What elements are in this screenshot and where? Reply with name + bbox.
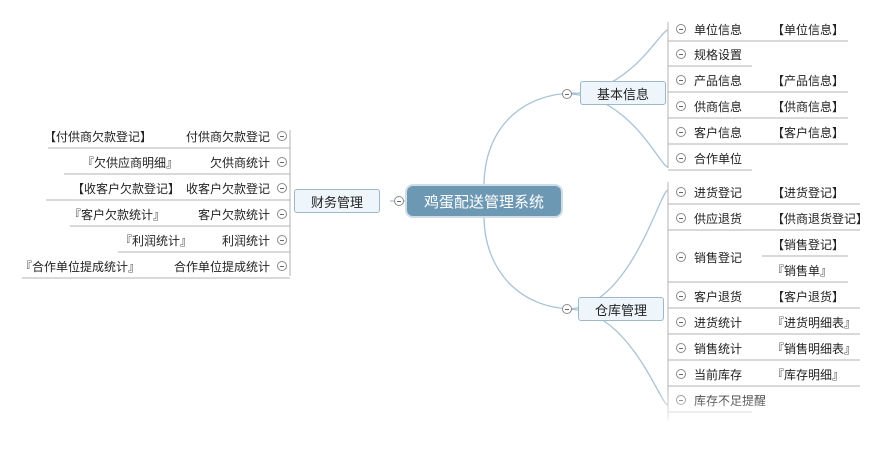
warehouse-item-label[interactable]: 销售登记 — [694, 251, 743, 265]
warehouse-item-tag[interactable]: 【进货登记】 — [772, 186, 845, 200]
finance-item-label[interactable]: 付供商欠款登记 — [185, 130, 270, 144]
finance-item-tag[interactable]: 『欠供应商明细』 — [81, 156, 178, 170]
warehouse-item-label[interactable]: 进货登记 — [694, 186, 743, 200]
basic-item-label[interactable]: 客户信息 — [694, 126, 743, 140]
branch-finance[interactable]: 财务管理 — [294, 189, 380, 213]
warehouse-item-label[interactable]: 当前库存 — [694, 368, 743, 382]
warehouse-toggle-icon[interactable] — [676, 343, 686, 353]
basic-item-label[interactable]: 规格设置 — [694, 48, 743, 62]
warehouse-toggle-icon[interactable] — [676, 187, 686, 197]
warehouse-item-label[interactable]: 供应退货 — [694, 212, 743, 226]
warehouse-item-tag[interactable]: 『进货明细表』 — [772, 316, 857, 330]
warehouse-item-label[interactable]: 客户退货 — [694, 290, 743, 304]
curve-warehouse-top — [566, 189, 669, 310]
basic-item-label[interactable]: 产品信息 — [694, 74, 743, 88]
basic-item-label[interactable]: 合作单位 — [694, 152, 743, 166]
basic-item-tag[interactable]: 【单位信息】 — [772, 23, 845, 37]
basic-item-label[interactable]: 单位信息 — [694, 23, 743, 37]
finance-item-tag[interactable]: 【收客户欠款登记】 — [71, 182, 180, 196]
warehouse-toggle-icon[interactable] — [676, 291, 686, 301]
basic-item-tag[interactable]: 【客户信息】 — [772, 126, 845, 140]
warehouse-toggle-icon[interactable] — [676, 213, 686, 223]
warehouse-item-tag[interactable]: 『库存明细』 — [772, 368, 845, 382]
finance-toggle-icon[interactable] — [277, 183, 287, 193]
basic-toggle-icon[interactable] — [676, 101, 686, 111]
warehouse-item-tag[interactable]: 【客户退货】 — [772, 290, 845, 304]
finance-toggle-icon[interactable] — [277, 261, 287, 271]
basic-toggle-icon[interactable] — [676, 127, 686, 137]
finance-toggle-icon[interactable] — [277, 131, 287, 141]
warehouse-item-tag[interactable]: 『销售单』 — [772, 264, 833, 278]
basic-toggle-icon[interactable] — [676, 75, 686, 85]
bottom-fade — [660, 390, 892, 460]
branch-basic-info[interactable]: 基本信息 — [580, 81, 666, 105]
warehouse-item-label[interactable]: 进货统计 — [694, 316, 743, 330]
collapse-basic-icon[interactable] — [562, 89, 572, 99]
finance-item-label[interactable]: 收客户欠款登记 — [185, 182, 270, 196]
collapse-warehouse-icon[interactable] — [562, 304, 572, 314]
finance-toggle-icon[interactable] — [277, 157, 287, 167]
basic-toggle-icon[interactable] — [676, 49, 686, 59]
collapse-finance-icon[interactable] — [394, 196, 404, 206]
basic-item-tag[interactable]: 【产品信息】 — [772, 74, 845, 88]
basic-toggle-icon[interactable] — [676, 24, 686, 34]
basic-item-tag[interactable]: 【供商信息】 — [772, 100, 845, 114]
warehouse-toggle-icon[interactable] — [676, 369, 686, 379]
finance-toggle-icon[interactable] — [277, 235, 287, 245]
finance-item-label[interactable]: 利润统计 — [221, 234, 270, 248]
curve-root-basic — [483, 92, 577, 187]
basic-toggle-icon[interactable] — [676, 153, 686, 163]
finance-item-tag[interactable]: 『利润统计』 — [119, 234, 192, 248]
warehouse-toggle-icon[interactable] — [676, 252, 686, 262]
warehouse-item-tag[interactable]: 【销售登记】 — [772, 238, 845, 252]
warehouse-item-label[interactable]: 销售统计 — [694, 342, 743, 356]
curve-root-warehouse — [483, 215, 575, 310]
finance-item-label[interactable]: 合作单位提成统计 — [173, 260, 270, 274]
finance-item-label[interactable]: 欠供商统计 — [209, 156, 270, 170]
finance-toggle-icon[interactable] — [277, 209, 287, 219]
branch-warehouse[interactable]: 仓库管理 — [578, 297, 664, 321]
finance-item-tag[interactable]: 『合作单位提成统计』 — [19, 260, 140, 274]
finance-item-tag[interactable]: 【付供商欠款登记】 — [43, 130, 152, 144]
basic-item-label[interactable]: 供商信息 — [694, 100, 743, 114]
root-node[interactable]: 鸡蛋配送管理系统 — [407, 186, 561, 216]
warehouse-toggle-icon[interactable] — [676, 317, 686, 327]
warehouse-item-tag[interactable]: 【供商退货登记】 — [772, 212, 869, 226]
warehouse-item-tag[interactable]: 『销售明细表』 — [772, 342, 857, 356]
finance-item-label[interactable]: 客户欠款统计 — [197, 208, 270, 222]
finance-item-tag[interactable]: 『客户欠款统计』 — [68, 208, 165, 222]
curve-warehouse-bottom — [566, 308, 669, 406]
